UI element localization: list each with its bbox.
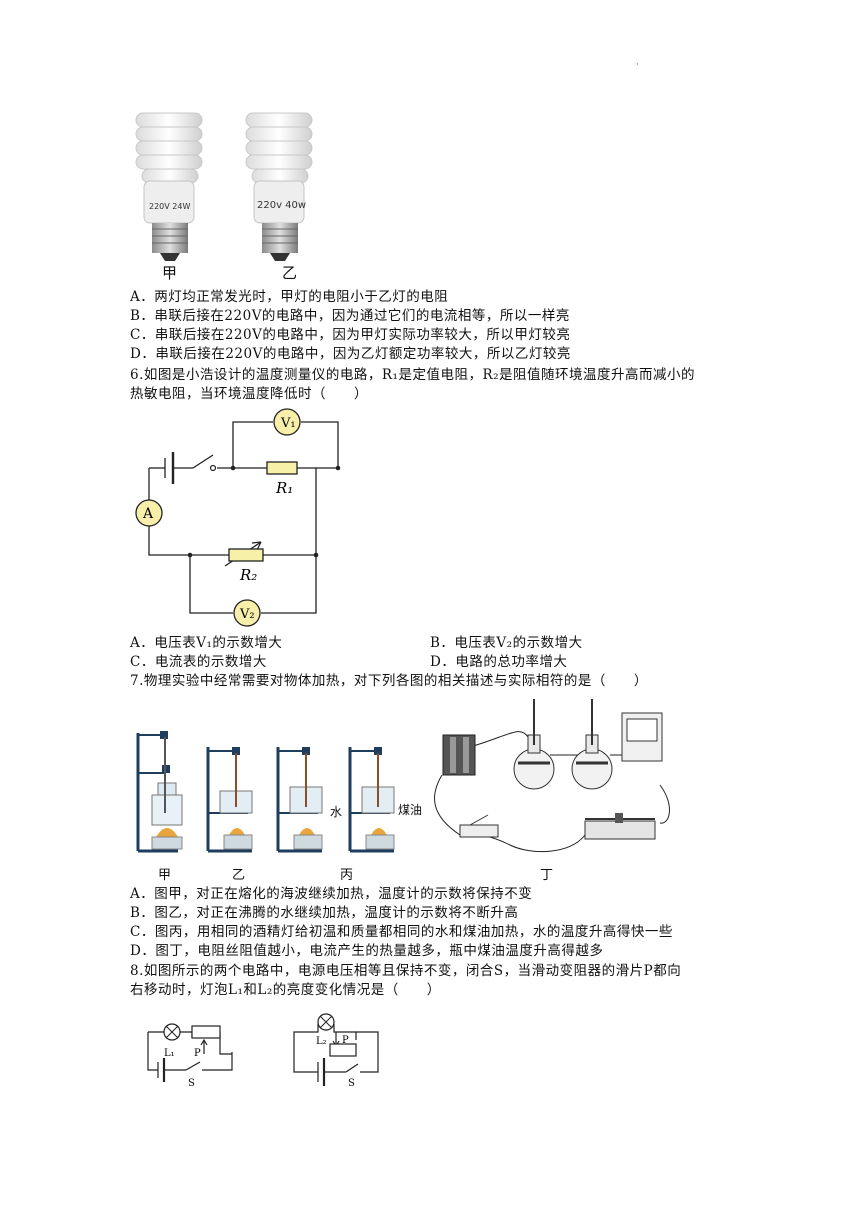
q7-option-b: B．图乙，对正在沸腾的水继续加热，温度计的示数将不断升高 xyxy=(130,905,519,921)
q7-stem: 7.物理实验中经常需要对物体加热，对下列各图的相关描述与实际相符的是（ ） xyxy=(130,673,648,689)
c2-slider-label: P xyxy=(342,1035,349,1046)
joule-heat-apparatus xyxy=(434,699,670,853)
q5-option-d: D．串联后接在220V的电路中，因为乙灯额定功率较大，所以乙灯较亮 xyxy=(130,346,571,362)
stand-yi xyxy=(206,747,253,853)
bulbs-figure xyxy=(135,112,313,261)
stand-bing-kerosene xyxy=(348,747,395,853)
q6-option-a: A．电压表V₁的示数增大 xyxy=(130,635,283,651)
v2-meter xyxy=(233,599,261,627)
r2-label: R₂ xyxy=(239,566,257,584)
q6-option-b: B．电压表V₂的示数增大 xyxy=(430,635,583,651)
q7-option-c: C．图丙，用相同的酒精灯给初温和质量都相同的水和煤油加热，水的温度升高得快一些 xyxy=(130,924,673,940)
bulb-b-label: 乙 xyxy=(282,264,298,282)
v2-label: V₂ xyxy=(239,607,255,622)
q5-option-a: A．两灯均正常发光时，甲灯的电阻小于乙灯的电阻 xyxy=(130,289,449,305)
bulb-b-rating: 220v 40w xyxy=(257,200,307,211)
c2-switch-label: S xyxy=(348,1078,355,1088)
ammeter xyxy=(135,499,163,527)
water-label: 水 xyxy=(330,805,343,819)
q5-option-c: C．串联后接在220V的电路中，因为甲灯实际功率较大，所以甲灯较亮 xyxy=(130,327,571,343)
c1-lamp-label: L₁ xyxy=(164,1048,175,1059)
q6-option-d: D．电路的总功率增大 xyxy=(430,654,568,670)
c2-lamp-label: L₂ xyxy=(316,1036,327,1047)
q7-option-a: A．图甲，对正在熔化的海波继续加热，温度计的示数将保持不变 xyxy=(130,886,533,902)
q8-circuit-2: L₂ P S xyxy=(293,1013,379,1088)
q8-circuit-1: L₁ P S xyxy=(147,1023,233,1088)
q8-stem-line2: 右移动时，灯泡L₁和L₂的亮度变化情况是（ ） xyxy=(130,982,441,998)
q7-option-d: D．图丁，电阻丝阻值越小，电流产生的热量越多，瓶中煤油温度升高得越多 xyxy=(130,943,604,959)
page-dot: · xyxy=(636,60,639,69)
kerosene-label: 煤油 xyxy=(398,803,423,817)
q8-stem-line1: 8.如图所示的两个电路中，电源电压相等且保持不变，闭合S，当滑动变阻器的滑片P都… xyxy=(130,963,682,979)
q6-option-c: C．电流表的示数增大 xyxy=(130,654,267,670)
q5-option-b: B．串联后接在220V的电路中，因为通过它们的电流相等，所以一样亮 xyxy=(130,308,570,324)
bulb-a xyxy=(135,112,203,261)
bulb-b xyxy=(245,112,313,261)
fig-label-bing: 丙 xyxy=(340,868,354,883)
fig-label-yi: 乙 xyxy=(232,868,246,883)
stand-jia xyxy=(136,731,183,853)
r1-label: R₁ xyxy=(275,479,293,497)
v1-label: V₁ xyxy=(280,416,296,431)
c1-slider-label: P xyxy=(194,1048,201,1059)
ammeter-label: A xyxy=(142,506,154,522)
bulb-a-rating: 220V 24W xyxy=(149,202,191,211)
q6-stem-line2: 热敏电阻，当环境温度降低时（ ） xyxy=(130,386,368,402)
q6-circuit-diagram: V₁ A V₂ R₁ R₂ xyxy=(135,408,341,627)
r2-thermistor xyxy=(228,548,264,562)
fig-label-jia: 甲 xyxy=(158,868,172,883)
bulb-a-label: 甲 xyxy=(162,264,178,282)
c1-switch-label: S xyxy=(188,1078,195,1088)
q6-stem-line1: 6.如图是小浩设计的温度测量仪的电路，R₁是定值电阻，R₂是阻值随环境温度升高而… xyxy=(130,367,696,383)
r1-resistor xyxy=(266,461,298,475)
fig-label-ding: 丁 xyxy=(540,868,554,883)
stand-bing-water xyxy=(276,747,323,853)
q7-experiment-figure xyxy=(136,699,670,853)
v1-meter xyxy=(273,408,301,436)
